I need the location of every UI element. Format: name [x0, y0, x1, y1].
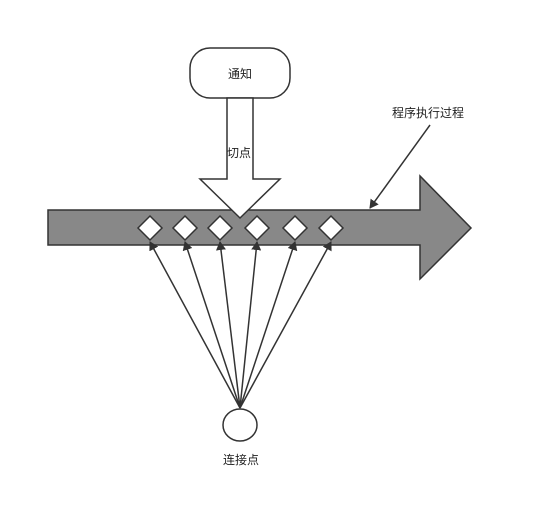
joinpoint-diamond: [171, 214, 199, 242]
joinpoint-connector: [239, 241, 332, 409]
joinpoint-diamond: [136, 214, 164, 242]
pointcut-arrow: [198, 97, 282, 220]
joinpoint-label: 连接点: [223, 452, 259, 467]
joinpoint-diamond: [317, 214, 345, 242]
execution-flow-label: 程序执行过程: [392, 105, 464, 120]
joinpoint-diamond: [206, 214, 234, 242]
joinpoint-connectors: [149, 241, 332, 409]
notice-label: 通知: [228, 67, 252, 81]
joinpoint-connector: [215, 241, 241, 409]
joinpoint-diamond: [243, 214, 271, 242]
notice-node: 通知: [189, 47, 291, 99]
execution-flow-pointer: [369, 124, 431, 209]
joinpoint-connector: [239, 241, 298, 409]
pointcut-label: 切点: [227, 146, 251, 160]
joinpoint-connector: [182, 241, 241, 409]
joinpoint-diamond: [281, 214, 309, 242]
joinpoint-connector: [239, 241, 262, 409]
joinpoint-node: [222, 408, 258, 442]
joinpoint-diamonds: [136, 214, 345, 242]
joinpoint-connector: [149, 241, 241, 409]
